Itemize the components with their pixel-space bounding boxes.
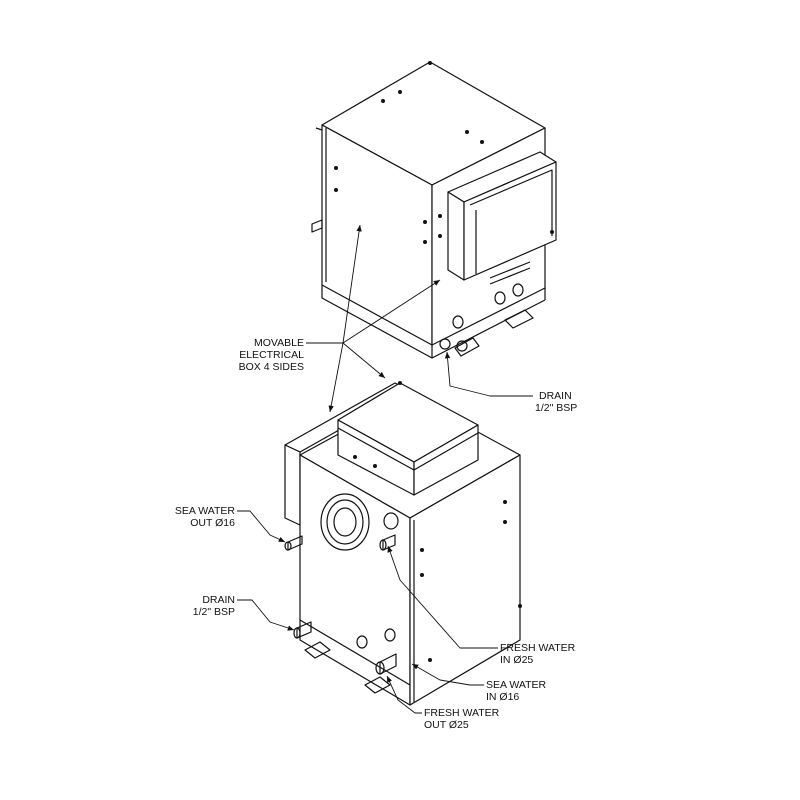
fresh-water-in-label: FRESH WATER IN Ø25 xyxy=(500,642,575,666)
label-line: 1/2" BSP xyxy=(535,402,578,414)
sea-water-in-label: SEA WATER IN Ø16 xyxy=(486,679,546,703)
label-line: IN Ø25 xyxy=(500,654,534,666)
label-line: BOX 4 SIDES xyxy=(238,361,304,373)
label-line: OUT Ø16 xyxy=(190,517,235,529)
movable-electrical-box-label: MOVABLE ELECTRICAL BOX 4 SIDES xyxy=(200,337,304,373)
label-line: SEA WATER xyxy=(174,505,235,517)
label-line: DRAIN xyxy=(202,594,235,606)
drain-bottom-label: DRAIN 1/2" BSP xyxy=(130,594,235,618)
sea-water-out-label: SEA WATER OUT Ø16 xyxy=(130,505,235,529)
leader-lines xyxy=(237,224,533,714)
bottom-unit xyxy=(284,381,522,706)
label-line: FRESH WATER xyxy=(424,707,500,719)
label-line: SEA WATER xyxy=(486,679,547,691)
drain-top-label: DRAIN 1/2" BSP xyxy=(535,390,577,414)
label-line: MOVABLE xyxy=(254,337,304,349)
label-line: ELECTRICAL xyxy=(239,349,304,361)
top-unit xyxy=(311,61,557,359)
label-line: FRESH WATER xyxy=(500,642,576,654)
fresh-water-out-label: FRESH WATER OUT Ø25 xyxy=(424,707,499,731)
label-line: 1/2" BSP xyxy=(192,606,235,618)
label-line: IN Ø16 xyxy=(486,691,520,703)
label-line: DRAIN xyxy=(539,390,572,402)
label-line: OUT Ø25 xyxy=(424,719,469,731)
